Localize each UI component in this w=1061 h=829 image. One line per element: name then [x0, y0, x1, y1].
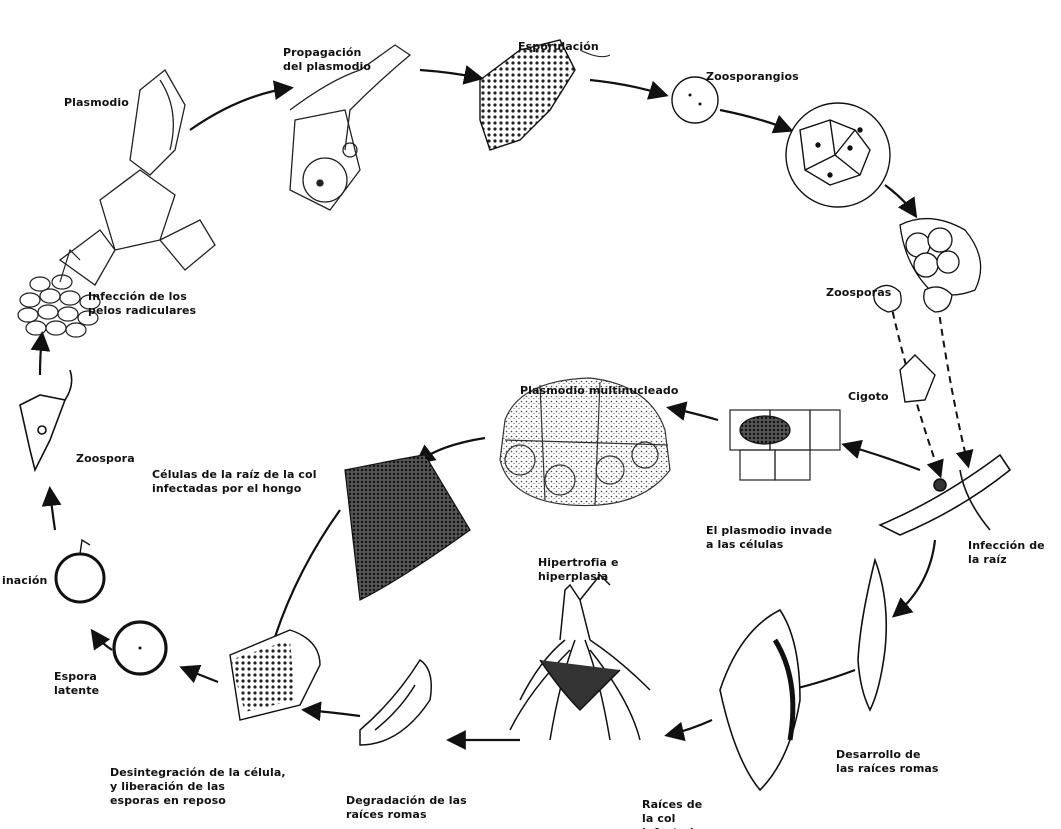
- espora-latente: [114, 622, 166, 674]
- raices-degradadas: [360, 660, 431, 745]
- raiz-roma-grande: [720, 610, 800, 790]
- label-zoospora: Zoospora: [76, 424, 135, 480]
- zoospora-left: [20, 370, 72, 470]
- label-cigoto: Cigoto: [848, 362, 889, 418]
- label-plasmodio-multinucleado: Plasmodio multinucleado: [520, 356, 679, 412]
- plasmodio-invade-cells: [730, 410, 840, 480]
- raiz-roma-desarrollo: [858, 560, 886, 710]
- label-desintegracion: Desintegración de la célula,y liberación…: [110, 738, 286, 822]
- celulas-infectadas-wedge: [345, 455, 470, 600]
- zoosporangios-cluster: [786, 103, 890, 207]
- desintegracion-cell: [230, 630, 320, 720]
- label-germinacion: inación: [2, 546, 47, 602]
- raices-col: [510, 575, 650, 740]
- label-zoosporangios: Zoosporangios: [706, 42, 799, 98]
- label-zoosporas: Zoosporas: [826, 258, 891, 314]
- espora-germinando: [56, 540, 104, 602]
- label-plasmodio: Plasmodio: [64, 68, 129, 124]
- label-esporulacion: Esporulación: [518, 12, 599, 68]
